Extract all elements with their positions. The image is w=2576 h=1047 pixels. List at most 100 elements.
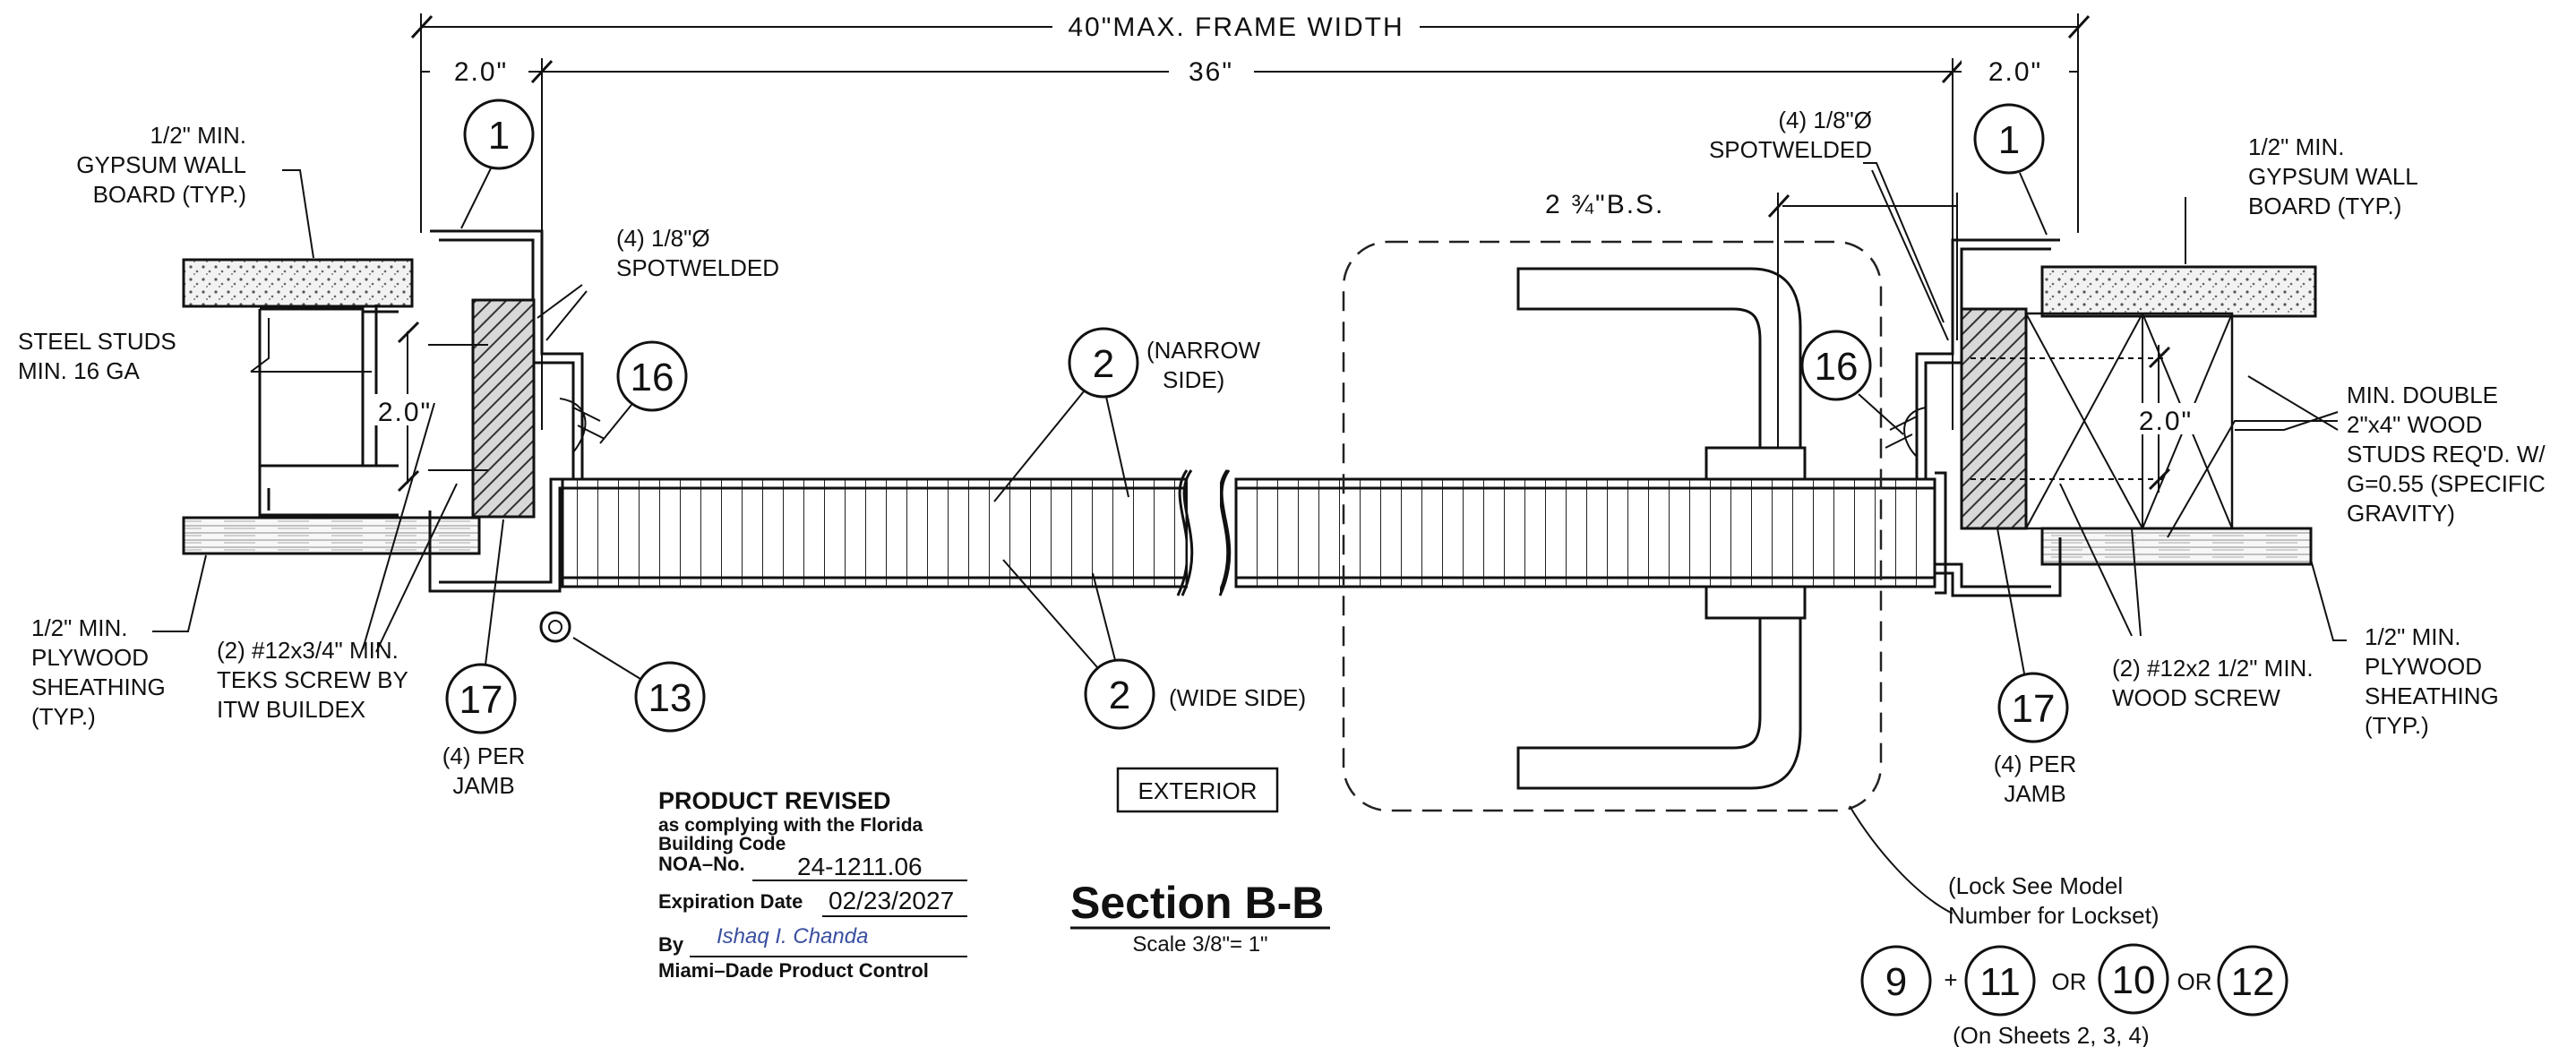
svg-text:OR: OR xyxy=(2052,968,2087,995)
svg-text:2"x4" WOOD: 2"x4" WOOD xyxy=(2347,411,2482,438)
svg-text:Building Code: Building Code xyxy=(658,834,786,854)
callout-spotweld-left: (4) 1/8"Ø SPOTWELDED xyxy=(616,225,779,281)
svg-text:1: 1 xyxy=(1998,118,2020,162)
right-plywood-sheathing xyxy=(2040,527,2313,566)
callout-wide-side: (WIDE SIDE) xyxy=(1169,684,1306,711)
exterior-label: EXTERIOR xyxy=(1116,767,1279,813)
svg-text:2: 2 xyxy=(1109,674,1130,717)
approval-stamp: PRODUCT REVISED as complying with the Fl… xyxy=(658,787,967,982)
bubble-item17-right: 17 xyxy=(1996,528,2069,743)
svg-text:JAMB: JAMB xyxy=(2004,780,2065,807)
left-jamb-dimension: 2.0" xyxy=(454,57,508,87)
svg-text:BOARD (TYP.): BOARD (TYP.) xyxy=(2248,193,2401,219)
callout-plywood-right: 1/2" MIN. PLYWOOD SHEATHING (TYP.) xyxy=(2365,623,2499,739)
lock-body-bottom xyxy=(1704,585,1807,620)
svg-text:9: 9 xyxy=(1885,960,1907,1004)
svg-text:13: 13 xyxy=(648,676,692,720)
stamp-heading: PRODUCT REVISED xyxy=(658,787,891,814)
svg-text:MIN. 16 GA: MIN. 16 GA xyxy=(18,357,140,384)
svg-text:NOA–No.: NOA–No. xyxy=(658,853,745,875)
right-jamb-dimension: 2.0" xyxy=(1988,57,2042,87)
lever-handle-interior xyxy=(1516,267,1802,450)
callout-teks-screw: (2) #12x3/4" MIN. TEKS SCREW BY ITW BUIL… xyxy=(217,637,408,723)
left-plywood-sheathing xyxy=(182,516,481,555)
bubble-item16-left: 16 xyxy=(599,340,688,444)
left-steel-stud xyxy=(258,307,399,468)
frame-width-dimension: 40"MAX. FRAME WIDTH xyxy=(410,13,2091,233)
callout-per-jamb-right: (4) PER JAMB xyxy=(1994,751,2076,807)
svg-text:(4) PER: (4) PER xyxy=(1994,751,2076,777)
svg-text:(Lock See Model: (Lock See Model xyxy=(1948,872,2123,899)
svg-text:(4) 1/8"Ø: (4) 1/8"Ø xyxy=(1778,107,1872,133)
lever-handle-exterior xyxy=(1516,616,1802,790)
left-wall-assembly: 2.0" xyxy=(182,229,605,593)
svg-text:GRAVITY): GRAVITY) xyxy=(2347,500,2455,527)
svg-text:(4) 1/8"Ø: (4) 1/8"Ø xyxy=(616,225,710,252)
lockset-options: 9 + 11 OR 10 OR 12 xyxy=(1860,943,2288,1017)
svg-text:JAMB: JAMB xyxy=(452,772,514,799)
svg-text:MIN. DOUBLE: MIN. DOUBLE xyxy=(2347,382,2498,408)
bubble-item17-left: 17 xyxy=(445,519,517,734)
callout-per-jamb-left: (4) PER JAMB xyxy=(442,742,525,799)
svg-text:16: 16 xyxy=(1815,345,1859,389)
svg-text:1/2" MIN.: 1/2" MIN. xyxy=(2365,623,2460,650)
svg-text:TEKS SCREW BY: TEKS SCREW BY xyxy=(217,666,408,693)
svg-text:Expiration Date: Expiration Date xyxy=(658,890,803,913)
svg-text:By: By xyxy=(658,933,684,956)
section-scale: Scale 3/8"= 1" xyxy=(1132,932,1267,957)
callout-wood-screw: (2) #12x2 1/2" MIN. WOOD SCREW xyxy=(2112,655,2314,711)
svg-text:GYPSUM WALL: GYPSUM WALL xyxy=(2248,163,2418,190)
svg-text:Number for Lockset): Number for Lockset) xyxy=(1948,902,2160,929)
svg-text:(TYP.): (TYP.) xyxy=(31,703,96,730)
leader-lines xyxy=(152,162,2347,914)
svg-text:1/2" MIN.: 1/2" MIN. xyxy=(31,614,127,641)
svg-text:(2) #12x3/4" MIN.: (2) #12x3/4" MIN. xyxy=(217,637,399,664)
svg-text:2: 2 xyxy=(1093,342,1114,386)
right-wood-studs xyxy=(2024,312,2234,530)
callout-gypsum-right: 1/2" MIN. GYPSUM WALL BOARD (TYP.) xyxy=(2248,133,2418,219)
svg-text:STEEL STUDS: STEEL STUDS xyxy=(18,328,176,355)
svg-text:10: 10 xyxy=(2112,958,2156,1002)
svg-text:Miami–Dade Product Control: Miami–Dade Product Control xyxy=(658,959,929,982)
frame-width-label: 40"MAX. FRAME WIDTH xyxy=(1068,13,1404,42)
callout-wood-studs: MIN. DOUBLE 2"x4" WOOD STUDS REQ'D. W/ G… xyxy=(2347,382,2546,527)
svg-text:SHEATHING: SHEATHING xyxy=(31,674,166,700)
svg-text:12: 12 xyxy=(2231,960,2275,1004)
backset-dimension: 2 ¾"B.S. xyxy=(1545,190,1664,219)
svg-text:ITW BUILDEX: ITW BUILDEX xyxy=(217,696,365,723)
right-stud-dimension: 2.0" xyxy=(2139,407,2193,436)
svg-text:17: 17 xyxy=(2012,687,2056,731)
svg-text:PLYWOOD: PLYWOOD xyxy=(2365,653,2482,680)
callout-sheets-note: (On Sheets 2, 3, 4) xyxy=(1953,1022,2150,1047)
svg-text:EXTERIOR: EXTERIOR xyxy=(1138,777,1258,804)
stamp-exp-value: 02/23/2027 xyxy=(829,887,954,914)
bubble-frame-left: 1 xyxy=(460,99,535,229)
right-gypsum-board xyxy=(2040,265,2317,318)
svg-text:1/2" MIN.: 1/2" MIN. xyxy=(150,122,246,149)
left-gypsum-board xyxy=(182,258,414,308)
svg-text:G=0.55 (SPECIFIC: G=0.55 (SPECIFIC xyxy=(2347,470,2546,497)
svg-text:SPOTWELDED: SPOTWELDED xyxy=(616,254,779,281)
opening-dimensions: 2.0" 36" 2.0" xyxy=(421,56,2078,430)
svg-text:(TYP.): (TYP.) xyxy=(2365,712,2429,739)
section-title: Section B-B xyxy=(1070,878,1324,928)
lockset: 2 ¾"B.S. xyxy=(1342,188,1958,812)
callout-narrow-side: (NARROW SIDE) xyxy=(1146,337,1261,393)
callout-steel-studs: STEEL STUDS MIN. 16 GA xyxy=(18,328,176,384)
svg-text:PLYWOOD: PLYWOOD xyxy=(31,644,149,671)
svg-text:BOARD (TYP.): BOARD (TYP.) xyxy=(93,181,246,208)
left-wood-buck xyxy=(471,298,536,519)
svg-text:11: 11 xyxy=(1979,960,2021,1004)
door-panel xyxy=(539,466,1947,643)
lock-body-top xyxy=(1704,446,1807,481)
svg-text:+: + xyxy=(1944,966,1957,993)
callout-plywood-left: 1/2" MIN. PLYWOOD SHEATHING (TYP.) xyxy=(31,614,166,730)
right-wood-buck xyxy=(1960,307,2028,530)
right-wall-assembly: 2.0" xyxy=(1885,238,2317,597)
svg-text:as complying with the Florida: as complying with the Florida xyxy=(658,815,923,836)
svg-text:(NARROW: (NARROW xyxy=(1146,337,1261,364)
callout-spotweld-right: (4) 1/8"Ø SPOTWELDED xyxy=(1709,107,1872,163)
callout-lock-note: (Lock See Model Number for Lockset) xyxy=(1948,872,2160,929)
svg-text:17: 17 xyxy=(459,678,503,722)
